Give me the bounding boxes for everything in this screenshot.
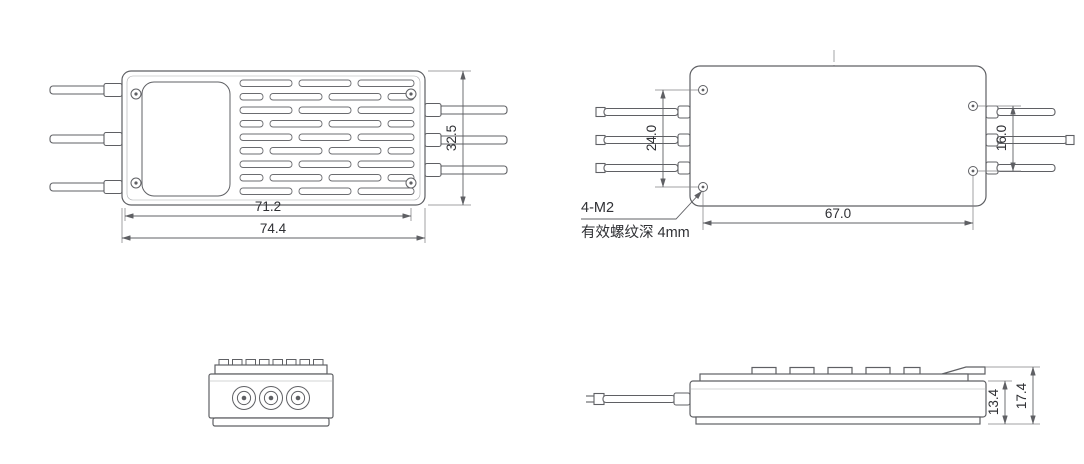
label-area (141, 81, 231, 197)
front-view (208, 359, 334, 427)
device-body-side (689, 380, 987, 418)
dim-inner-width: 71.2 (255, 199, 281, 214)
bottom-view: 24.0 16.0 67.0 4-M2 有效螺纹深 4mm (581, 50, 1075, 241)
connector-pins (218, 359, 324, 367)
mounting-holes (698, 85, 978, 192)
top-view: 71.2 74.4 32.5 (49, 70, 508, 243)
dim-body-height: 13.4 (986, 388, 1001, 415)
side-wire (586, 392, 691, 406)
device-body-bottom (689, 65, 987, 207)
left-wires (49, 82, 123, 195)
dim-left-hole-spacing: 24.0 (644, 125, 659, 151)
side-view: 13.4 17.4 (586, 366, 1040, 425)
screw-holes (130, 88, 417, 189)
side-view-dimensions: 13.4 17.4 (985, 366, 1040, 425)
bottom-view-dimensions: 24.0 16.0 67.0 4-M2 有效螺纹深 4mm (581, 89, 1021, 241)
left-wires (595, 105, 691, 175)
dim-right-hole-spacing: 16.0 (994, 125, 1009, 151)
thread-callout-label: 4-M2 (581, 200, 614, 216)
dim-overall-height: 17.4 (1014, 382, 1029, 409)
thread-depth-label: 有效螺纹深 4mm (581, 224, 690, 241)
top-view-dimensions: 71.2 74.4 32.5 (121, 70, 471, 243)
dim-outer-width: 74.4 (260, 221, 287, 236)
heatsink-fins (239, 79, 415, 195)
right-wires (424, 102, 508, 178)
dim-hole-span: 67.0 (825, 206, 851, 221)
bullet-connectors (232, 386, 310, 410)
bottom-lip-side (695, 416, 981, 425)
dim-top-height: 32.5 (444, 125, 459, 151)
bottom-lip-front (212, 417, 330, 427)
right-wedge (941, 366, 986, 375)
